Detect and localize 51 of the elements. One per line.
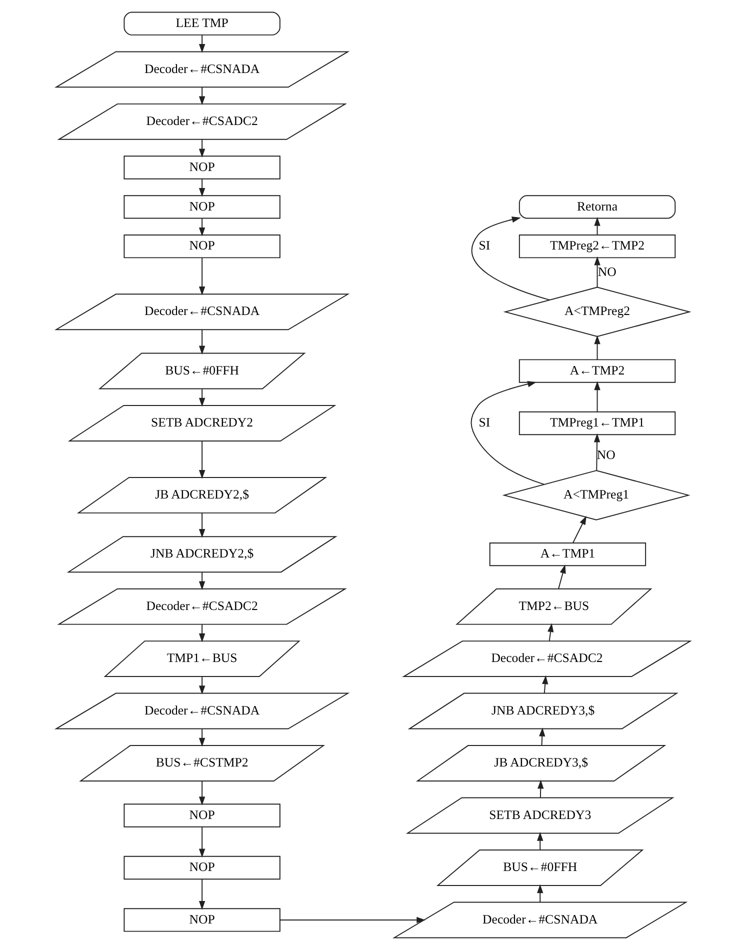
arrow	[198, 780, 206, 806]
node-box: NOP	[124, 856, 280, 880]
edge-label: SI	[478, 416, 490, 430]
arrow	[198, 34, 206, 53]
arrow	[198, 878, 206, 910]
arrow	[594, 335, 600, 360]
node-box: NOP	[124, 195, 280, 219]
arrow	[198, 512, 206, 538]
arrow	[470, 381, 545, 485]
node-box: A←TMP1	[489, 542, 646, 566]
edge-label: NO	[598, 264, 616, 279]
arrow	[537, 884, 544, 902]
arrow	[198, 676, 206, 695]
node-diamond: A<TMPreg1	[502, 470, 690, 520]
node-box: NOP	[124, 234, 280, 258]
node-box: TMPreg1←TMP1	[518, 411, 676, 436]
arrow	[537, 832, 544, 850]
arrow	[198, 178, 206, 197]
arrow	[198, 257, 206, 296]
arrow	[539, 728, 546, 746]
arrow	[558, 564, 566, 590]
node-box: Retorna	[518, 195, 676, 219]
arrow	[594, 256, 600, 288]
arrow	[198, 86, 206, 106]
node-box: NOP	[124, 804, 280, 828]
arrow	[198, 624, 206, 642]
edge-label: NO	[596, 448, 616, 462]
arrow	[572, 516, 586, 544]
arrow	[471, 216, 550, 300]
node-box: NOP	[124, 908, 280, 932]
node-box: LEE TMP	[124, 12, 280, 36]
arrow	[198, 388, 206, 407]
node-box: A←TMP2	[518, 359, 676, 383]
edge-label: SI	[478, 238, 490, 253]
arrow	[198, 218, 206, 236]
arrow	[279, 916, 426, 924]
node-diamond: A<TMPreg2	[503, 286, 692, 338]
arrow	[198, 826, 206, 858]
arrow	[594, 433, 600, 471]
node-box: NOP	[124, 156, 280, 180]
arrow	[594, 381, 600, 412]
arrow	[198, 440, 206, 479]
arrow	[542, 675, 548, 694]
arrow	[538, 780, 544, 798]
arrow	[198, 728, 206, 747]
arrow	[198, 329, 206, 355]
arrow	[594, 217, 600, 236]
arrow	[198, 572, 206, 590]
arrow	[198, 139, 206, 158]
arrow	[547, 623, 554, 642]
node-box: TMPreg2←TMP2	[518, 234, 676, 258]
